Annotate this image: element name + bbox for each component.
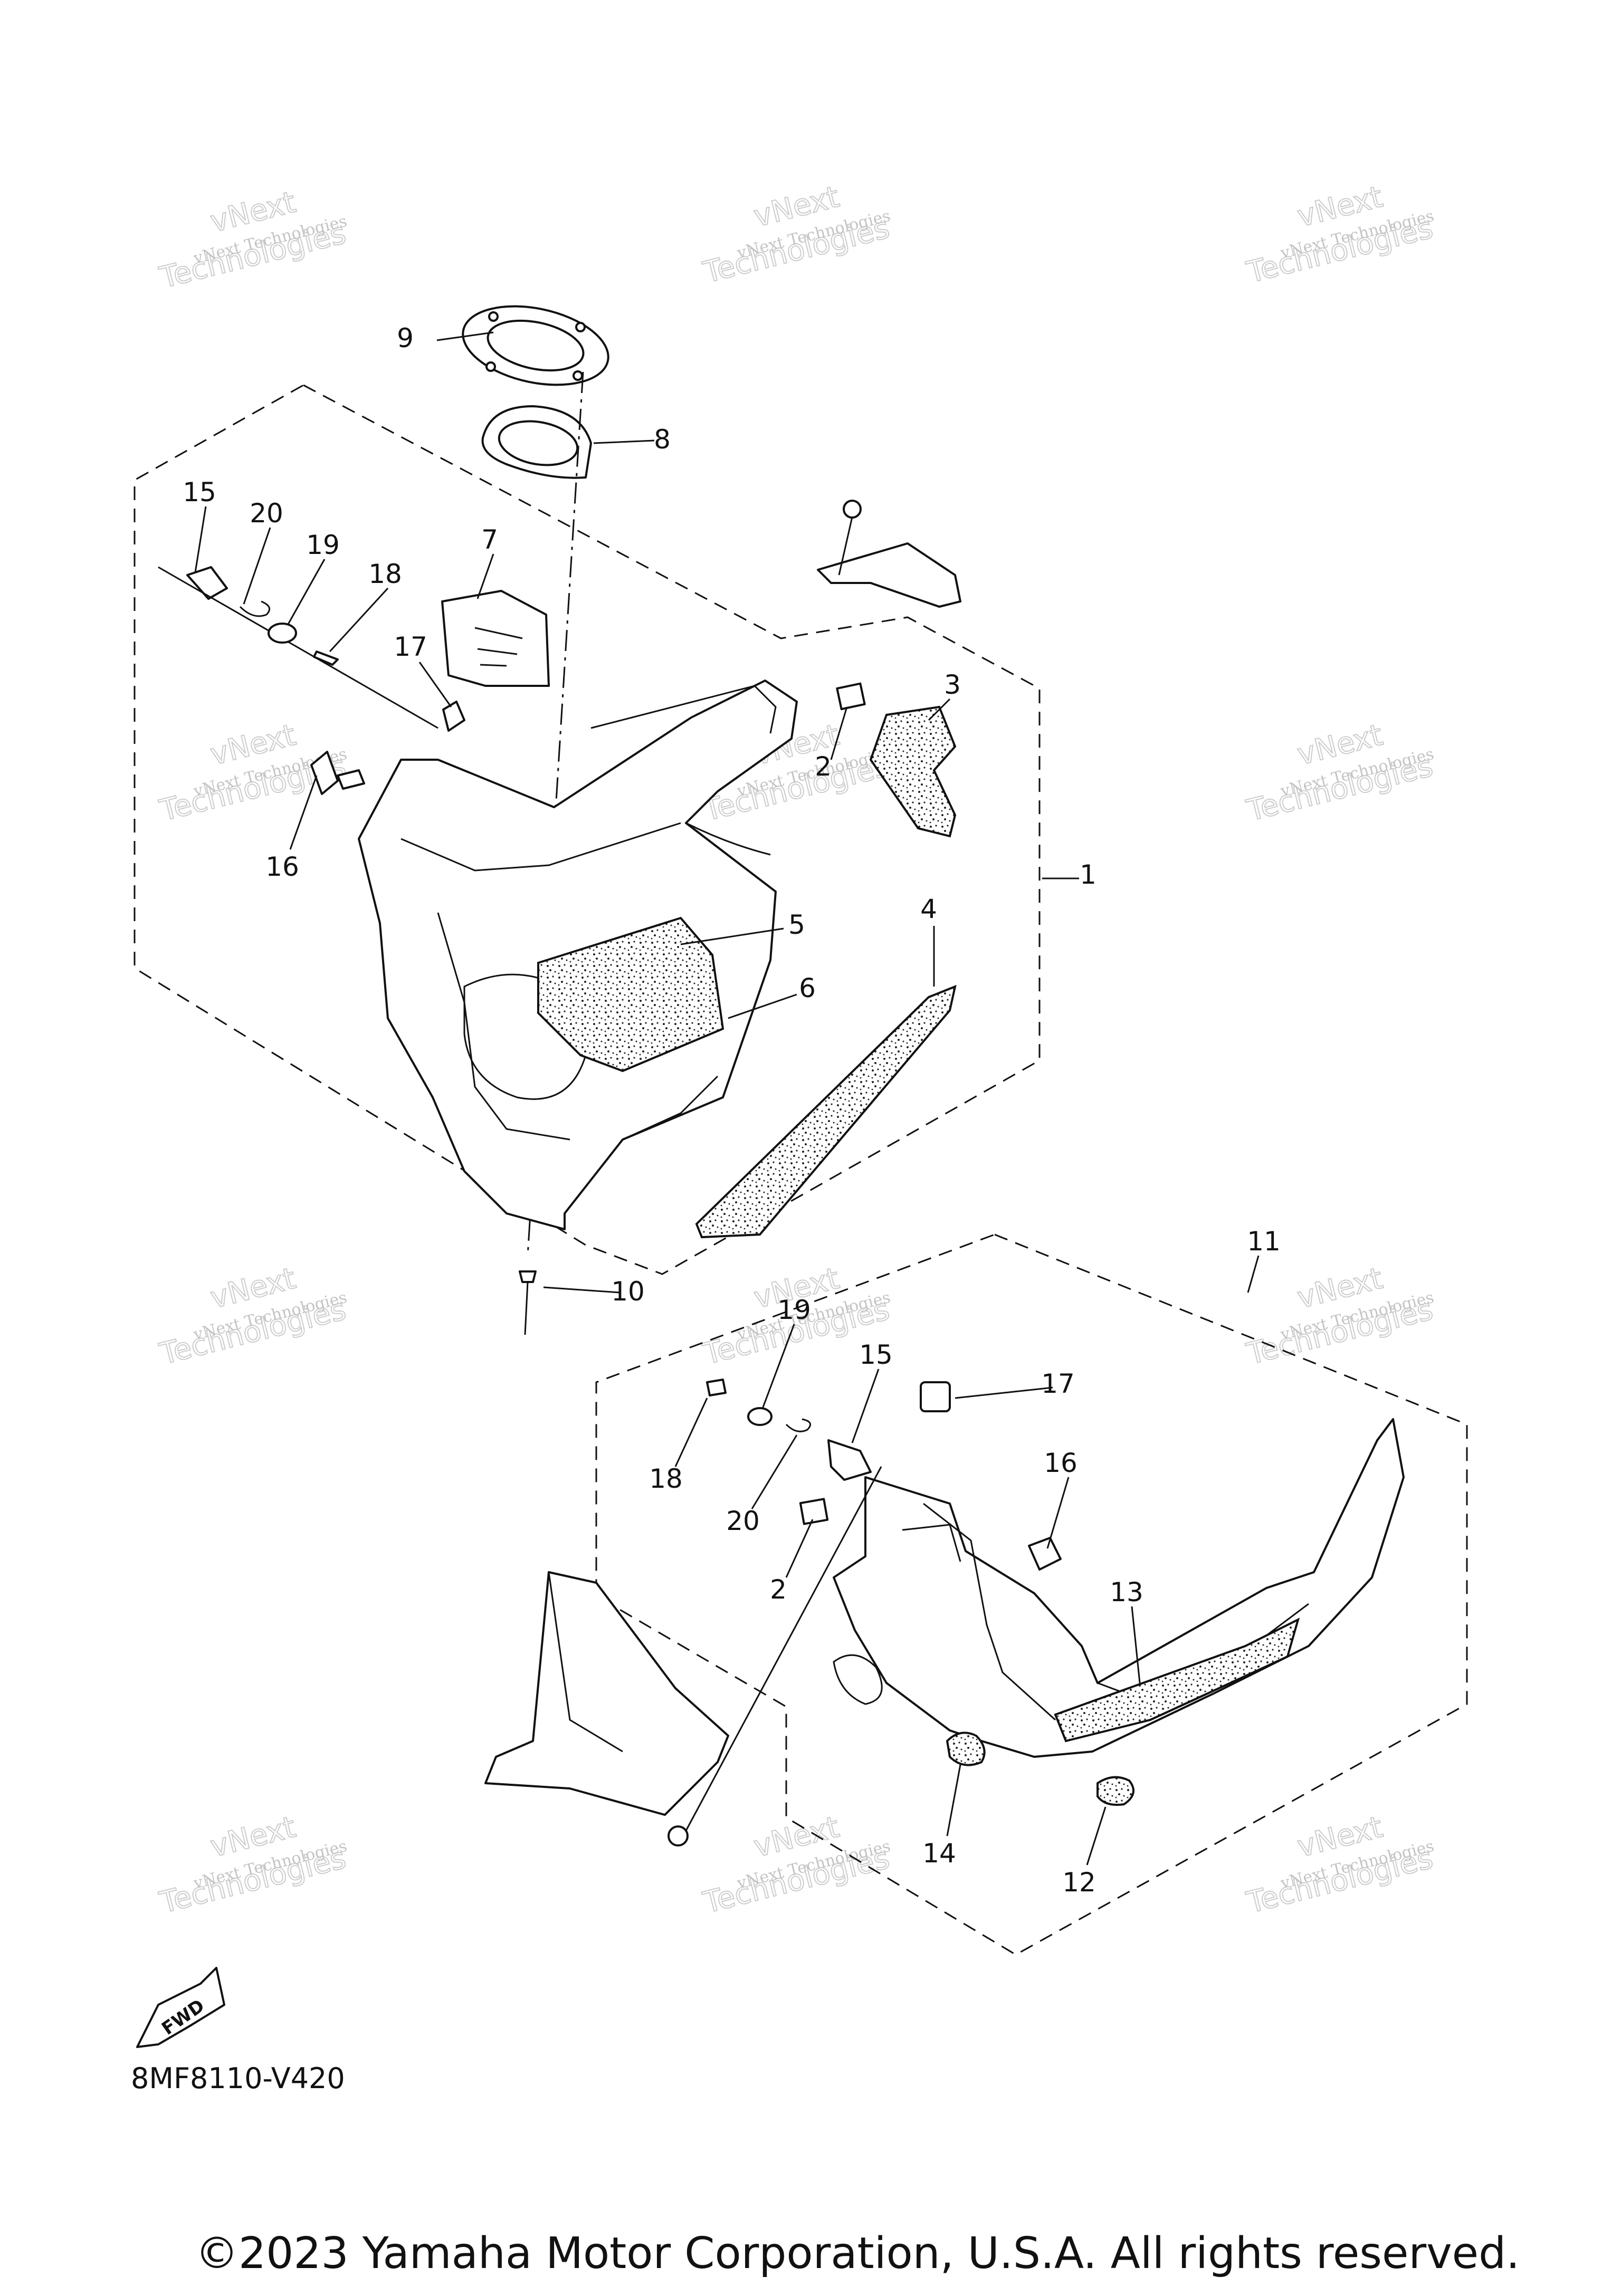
callout-number: 17	[394, 632, 427, 662]
callout-leader-line	[955, 1386, 1053, 1399]
callout-leader-line	[761, 1324, 795, 1409]
callout-leader-line	[287, 559, 326, 626]
callout-number: 7	[481, 524, 498, 555]
callout-number: 19	[306, 530, 340, 560]
callout-leader-line	[946, 1764, 961, 1836]
lower-fasteners	[706, 1379, 1062, 1571]
part-5-pad	[537, 916, 724, 1073]
part-4-strip	[695, 984, 957, 1239]
lower-bracket	[484, 1466, 882, 1847]
diagram-code: 8MF8110-V420	[131, 2062, 345, 2095]
part-7-label	[441, 590, 550, 687]
callout-leader-line	[1046, 1477, 1070, 1549]
callout-leader-line	[593, 439, 655, 444]
callout-number: 10	[611, 1276, 645, 1307]
callout-number: 17	[1041, 1369, 1075, 1399]
callout-leader-line	[476, 553, 494, 599]
callout-number: 15	[859, 1340, 893, 1370]
callout-number: 16	[265, 852, 299, 882]
callout-leader-line	[830, 706, 848, 760]
callout-number: 18	[368, 559, 402, 589]
callout-number: 20	[726, 1506, 760, 1536]
callout-leader-line	[680, 927, 784, 945]
upper-bracket	[817, 500, 961, 608]
part-13-pad	[1054, 1618, 1300, 1743]
callout-leader-line	[243, 527, 271, 605]
callout-number: 6	[799, 973, 816, 1003]
assembly-1-boundary	[134, 384, 1041, 1275]
callout-number: 8	[654, 424, 671, 455]
callout-leader-line	[751, 1434, 798, 1509]
part-12-pad	[1096, 1776, 1134, 1806]
callout-leader-line	[436, 331, 494, 341]
callout-leader-line	[851, 1369, 880, 1443]
callout-number: 2	[815, 751, 832, 782]
callout-number: 20	[250, 498, 283, 529]
callout-leader-line	[418, 662, 452, 707]
callout-number: 3	[944, 669, 961, 700]
callout-number: 9	[397, 323, 414, 353]
assembly-11-boundary	[595, 1233, 1468, 1956]
part-2-nut-upper	[836, 682, 866, 711]
callout-number: 13	[1110, 1577, 1143, 1608]
callout-number: 4	[920, 894, 937, 924]
callout-number: 11	[1247, 1226, 1281, 1257]
part-10-rivet	[519, 1270, 537, 1335]
callout-leader-line	[785, 1519, 814, 1578]
callout-leader-line	[1131, 1606, 1141, 1683]
callout-number: 19	[777, 1295, 811, 1325]
callout-number: 15	[183, 477, 216, 508]
callout-leader-line	[1086, 1806, 1107, 1866]
callout-leader-line	[329, 587, 389, 653]
callout-leader-line	[674, 1398, 708, 1467]
fwd-arrow: FWD	[136, 1967, 225, 2048]
part-3-pad	[869, 705, 957, 838]
callout-number: 16	[1044, 1448, 1078, 1478]
callout-number: 2	[770, 1574, 787, 1605]
callout-leader-line	[928, 698, 951, 721]
part-8-bracket	[481, 405, 592, 479]
callout-leader-line	[194, 506, 207, 573]
callout-number: 5	[788, 910, 805, 940]
callout-number: 1	[1080, 859, 1096, 890]
copyright-notice: ©2023 Yamaha Motor Corporation, U.S.A. A…	[195, 2228, 1520, 2279]
part-14-pad	[946, 1731, 986, 1766]
upper-fasteners	[158, 566, 465, 795]
callout-number: 18	[649, 1463, 683, 1494]
callout-leader-line	[1247, 1255, 1260, 1293]
callout-number: 14	[922, 1838, 956, 1869]
callout-leader-line	[289, 775, 318, 850]
part-9-gasket	[462, 305, 609, 386]
callout-leader-line	[728, 993, 797, 1019]
callout-number: 12	[1062, 1867, 1096, 1898]
callout-leader-line	[543, 1286, 621, 1294]
